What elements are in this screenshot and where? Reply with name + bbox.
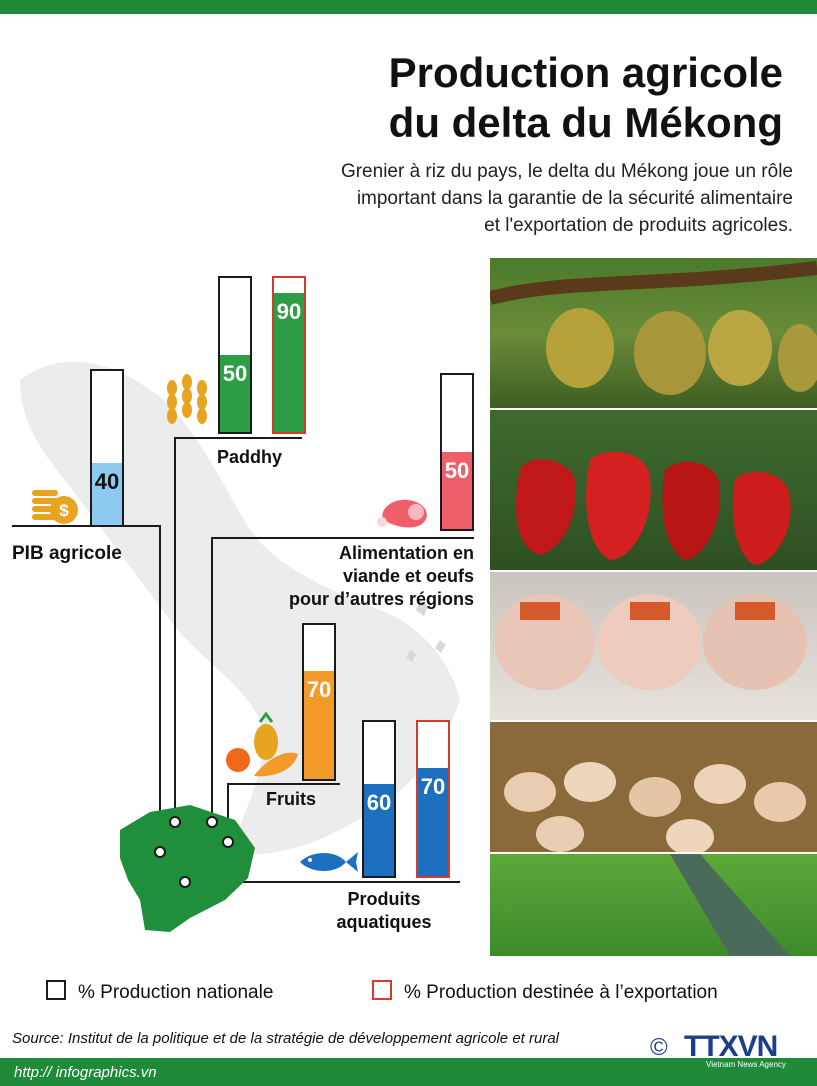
- coins-dollar-icon: $: [32, 490, 78, 524]
- website-link[interactable]: http:// infographics.vn: [14, 1064, 157, 1081]
- label-fruits: Fruits: [266, 789, 317, 809]
- bar-value-pib-nationale: 40: [94, 469, 120, 495]
- legend-national-label: % Production nationale: [78, 982, 274, 1003]
- fish-icon: [300, 852, 358, 872]
- bar-aquatic-exportation: 70: [416, 720, 450, 878]
- label-aquatic: Produits aquatiques: [336, 889, 432, 932]
- page-title: Production agricole du delta du Mékong: [388, 49, 783, 146]
- top-banner: [0, 0, 817, 14]
- bar-fill-aquatic-exportation: 70: [418, 768, 448, 876]
- bar-fill-fruits-nationale: 70: [304, 671, 334, 779]
- fruits-icon: [226, 712, 298, 777]
- eggs-photo: [490, 722, 817, 852]
- bar-aquatic-nationale: 60: [362, 720, 396, 878]
- copyright-symbol: ©: [650, 1034, 668, 1061]
- bar-fill-paddhy-nationale: 50: [220, 355, 250, 432]
- rice-field-photo: [490, 854, 817, 956]
- bar-fruits-nationale: 70: [302, 623, 336, 781]
- bar-paddhy-nationale: 50: [218, 276, 252, 434]
- wheat-icon: [167, 374, 207, 424]
- background-map-illustration: [20, 361, 460, 854]
- ttxvn-logo: TTXVN: [684, 1030, 778, 1063]
- legend-export-swatch: [372, 980, 392, 1000]
- label-pib-agricole: PIB agricole: [12, 543, 122, 564]
- legend-export-label: % Production destinée à l’exportation: [404, 982, 718, 1003]
- logo-subtitle: Vietnam News Agency: [706, 1060, 786, 1069]
- bottom-banner: [0, 1058, 817, 1086]
- connector-lines: [12, 437, 474, 932]
- bar-paddhy-exportation: 90: [272, 276, 306, 434]
- bar-fill-aquatic-nationale: 60: [364, 783, 394, 876]
- meat-leg-icon: [377, 499, 427, 528]
- bar-meat-nationale: 50: [440, 373, 474, 531]
- mekong-delta-region: [120, 805, 255, 932]
- label-paddhy: Paddhy: [217, 447, 283, 467]
- bar-fill-paddhy-exportation: 90: [274, 293, 304, 432]
- bar-value-paddhy-exportation: 90: [276, 299, 302, 325]
- label-meat-eggs: Alimentation en viande et oeufs pour d’a…: [288, 543, 474, 609]
- bar-value-paddhy-nationale: 50: [222, 361, 248, 386]
- page-subtitle: Grenier à riz du pays, le delta du Mékon…: [340, 161, 793, 236]
- bar-value-aquatic-nationale: 60: [366, 789, 392, 815]
- svg-text:$: $: [59, 501, 69, 520]
- rose-apple-photo: [490, 410, 817, 570]
- bar-value-aquatic-exportation: 70: [420, 774, 446, 800]
- bar-fill-meat-nationale: 50: [442, 452, 472, 529]
- durian-photo: [490, 258, 817, 408]
- source-citation: Source: Institut de la politique et de l…: [12, 1030, 560, 1047]
- bar-fill-pib-nationale: 40: [92, 463, 122, 525]
- bar-pib-nationale: 40: [90, 369, 124, 527]
- packaged-chicken-photo: [490, 572, 817, 720]
- bar-value-meat-nationale: 50: [444, 458, 470, 483]
- bar-value-fruits-nationale: 70: [306, 677, 332, 703]
- legend-national-swatch: [46, 980, 66, 1000]
